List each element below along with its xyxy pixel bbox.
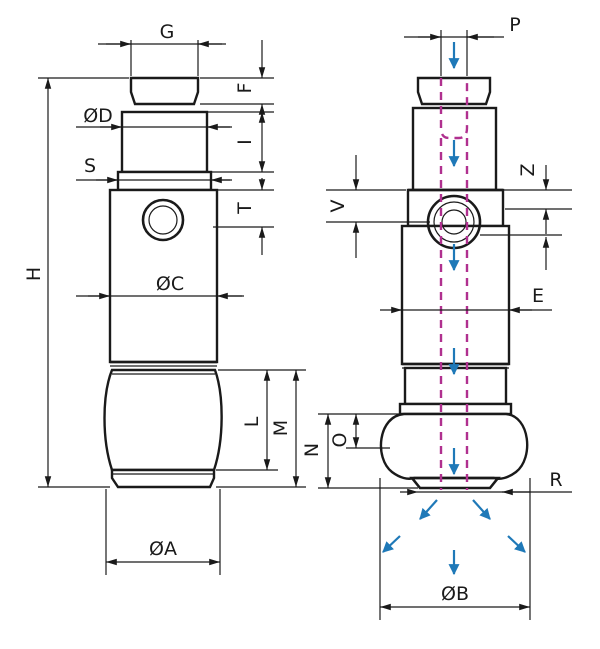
label-c: ØC xyxy=(156,273,184,295)
label-n: N xyxy=(301,443,323,457)
left-cup-body xyxy=(103,368,223,472)
left-top-fitting xyxy=(129,76,200,106)
left-main-body xyxy=(108,188,219,364)
label-s: S xyxy=(84,155,96,177)
label-i: I xyxy=(234,139,256,145)
label-r: R xyxy=(549,469,562,491)
label-o: O xyxy=(329,433,351,448)
label-m: M xyxy=(270,420,292,436)
label-e: E xyxy=(532,285,544,307)
right-view: P Z V E N O R xyxy=(301,14,572,620)
label-p: P xyxy=(509,14,520,36)
left-cup-lip xyxy=(110,468,216,489)
label-h: H xyxy=(23,267,45,281)
left-upper-shank xyxy=(120,110,209,174)
right-cup-flange xyxy=(398,402,513,416)
label-t: T xyxy=(234,202,256,215)
label-z: Z xyxy=(517,163,539,176)
vacuum-channel-top xyxy=(439,78,469,140)
right-lower-neck xyxy=(403,366,508,406)
label-a: ØA xyxy=(149,538,177,560)
left-view: G F I T ØD S ØC xyxy=(23,21,306,575)
right-top-fitting xyxy=(416,76,492,106)
label-g: G xyxy=(160,21,175,43)
label-d: ØD xyxy=(83,105,113,127)
label-v: V xyxy=(327,200,349,213)
left-side-port xyxy=(141,198,185,242)
label-b: ØB xyxy=(441,583,469,605)
label-f: F xyxy=(234,83,256,94)
left-hex-collar xyxy=(116,170,213,192)
airflow-arrows xyxy=(382,42,526,576)
label-l: L xyxy=(241,416,263,427)
